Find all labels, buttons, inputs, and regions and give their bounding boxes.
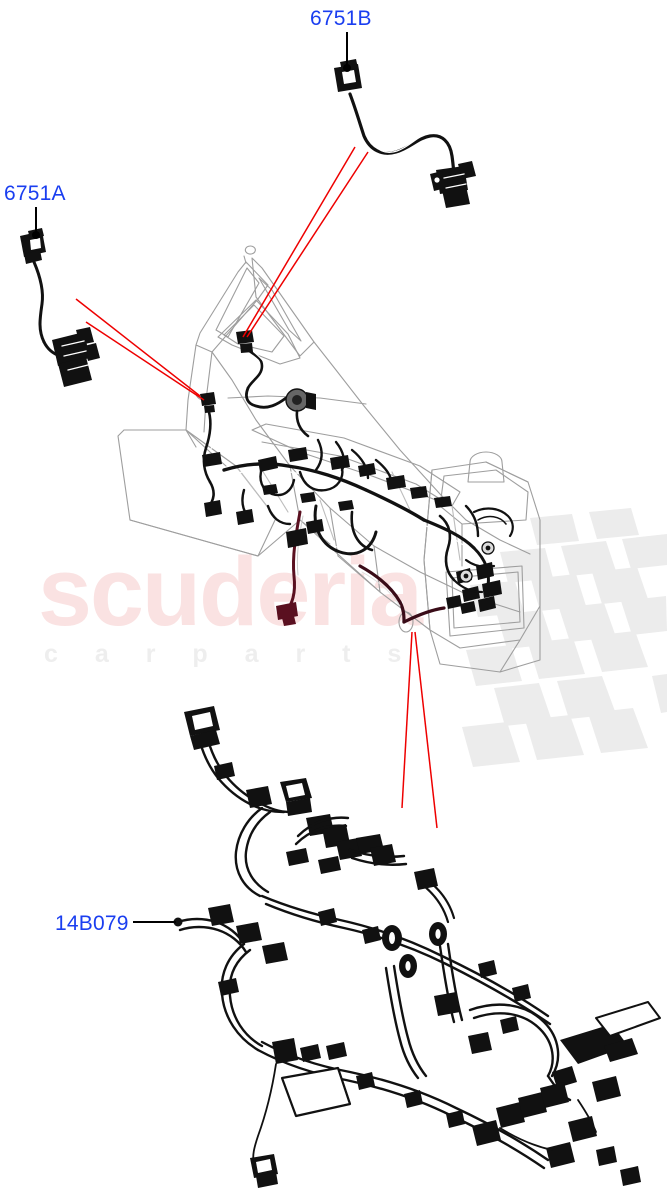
- figure-lower-harness: [173, 706, 661, 1188]
- leader-dot-14b079: [173, 917, 183, 927]
- pointer-14b079-1: [401, 631, 413, 809]
- callout-labels: 6751B 6751A 14B079: [4, 7, 372, 935]
- callout-leader-dots: [32, 64, 351, 239]
- callout-label-14b079[interactable]: 14B079: [55, 912, 129, 935]
- clip-blocks: [318, 908, 641, 1186]
- callout-label-6751a[interactable]: 6751A: [4, 182, 66, 205]
- checkered-flag-icon: [462, 508, 667, 767]
- pointer-14b079-2: [414, 631, 438, 829]
- leader-dot-6751b: [343, 64, 351, 72]
- leader-dot-6751a: [32, 231, 40, 239]
- watermark-tagline: c a r p a r t s: [44, 640, 416, 668]
- callout-label-6751b[interactable]: 6751B: [310, 7, 372, 30]
- connector-6751b-bottom: [430, 161, 476, 208]
- connector-left-wall: [200, 392, 216, 413]
- pointer-6751b-2: [246, 151, 369, 338]
- pointer-6751a-2: [85, 321, 205, 401]
- connector-tall-block: [280, 778, 312, 816]
- module-box: [280, 1066, 352, 1118]
- console-harness-wiring: [200, 330, 514, 626]
- bolt-washers: [459, 541, 495, 583]
- connector-blocks-top: [258, 447, 452, 511]
- watermark-layer: scuderia c a r p a r t s: [38, 508, 667, 767]
- watermark-brand: scuderia: [38, 537, 424, 646]
- connector-6751a-top: [20, 228, 46, 264]
- figure-part-6751b: [334, 59, 476, 208]
- connector-6751a-bottom: [52, 327, 100, 387]
- grommet-round: [285, 388, 316, 412]
- pointer-6751b-1: [242, 146, 356, 338]
- figure-part-6751a: [20, 228, 100, 387]
- connector-lower-left: [208, 904, 288, 996]
- connector-maroon-end: [276, 602, 298, 626]
- pointer-6751a-1: [75, 298, 201, 397]
- pointer-lines: [75, 146, 438, 829]
- connector-right-blades: [552, 1001, 661, 1088]
- connector-mid-cluster: [286, 814, 384, 874]
- callout-leaders: [35, 32, 348, 923]
- connector-chain-bottom: [472, 1076, 621, 1168]
